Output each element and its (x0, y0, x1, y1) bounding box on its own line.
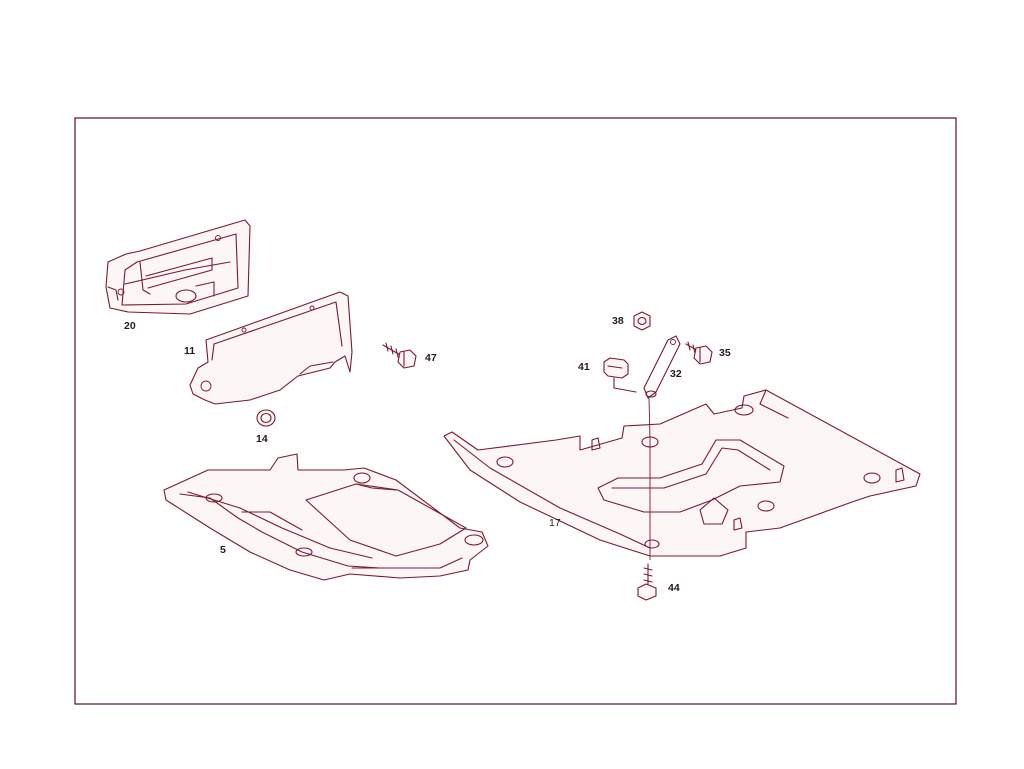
part-44-screw (637, 563, 657, 601)
callout-20: 20 (124, 320, 136, 332)
callout-44: 44 (668, 582, 680, 594)
callout-5: 5 (220, 544, 226, 556)
callout-35: 35 (719, 347, 731, 359)
part-14-grommet (256, 409, 276, 427)
part-41-clip-nut (603, 357, 637, 393)
callout-32: 32 (670, 368, 682, 380)
part-38-nut (633, 311, 651, 331)
callout-41: 41 (578, 361, 590, 373)
callout-17: 17 (549, 517, 561, 529)
part-32-bracket (643, 335, 681, 399)
callout-38: 38 (612, 315, 624, 327)
assembly-leader-line (648, 397, 651, 560)
part-11-heat-shield (189, 291, 353, 405)
part-47-bolt (382, 342, 417, 369)
part-5-underbody-panel (163, 453, 489, 581)
part-17-main-underbody-panel (443, 389, 921, 557)
callout-47: 47 (425, 352, 437, 364)
callout-11: 11 (184, 345, 195, 357)
part-35-bolt (685, 341, 713, 365)
part-20-shield-plate (105, 219, 251, 315)
diagram-frame (74, 117, 957, 705)
callout-14: 14 (256, 433, 268, 445)
